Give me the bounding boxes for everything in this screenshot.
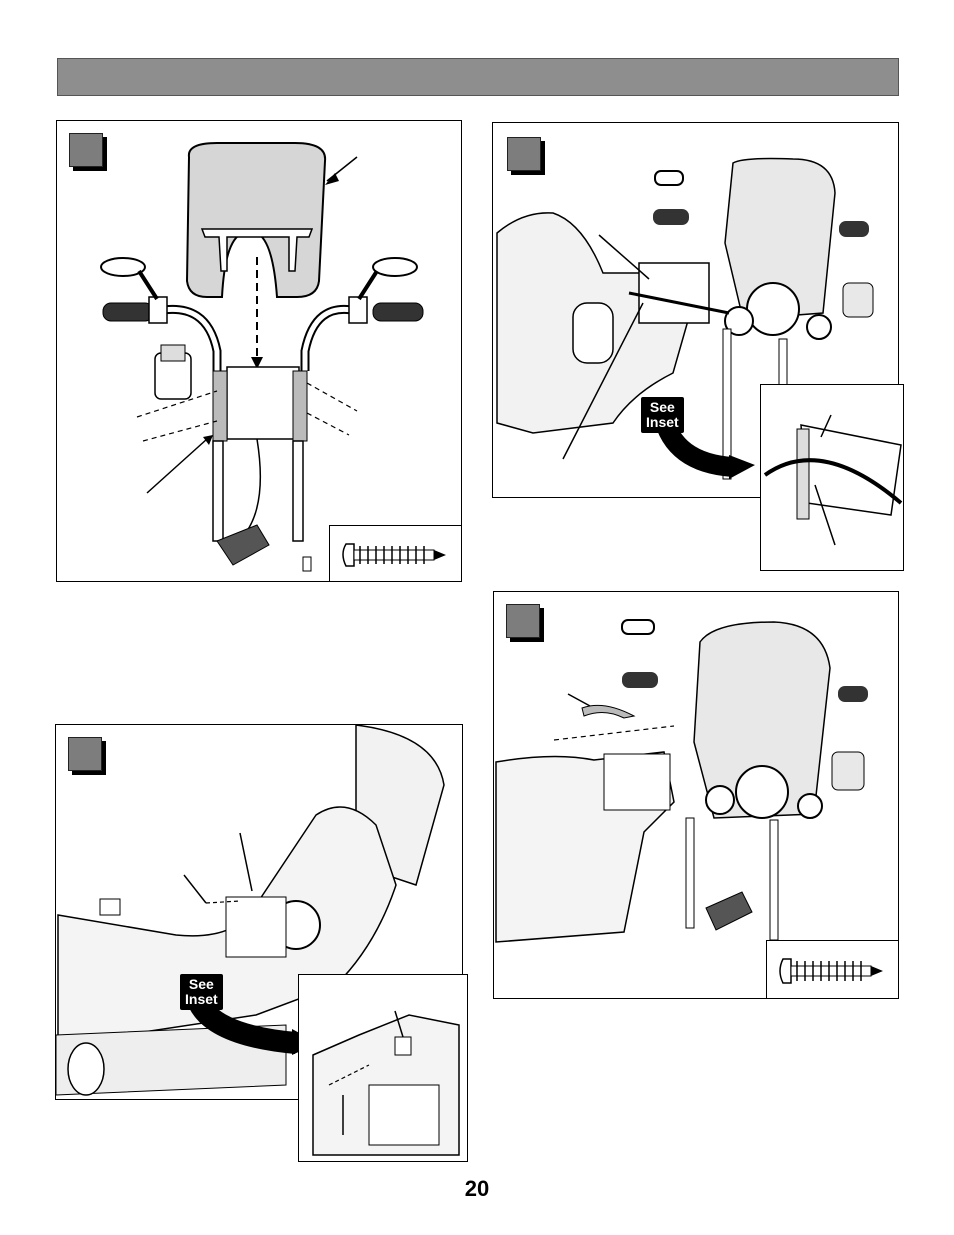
cover-illustration xyxy=(494,592,899,999)
screw-callout xyxy=(329,525,462,582)
header-bar xyxy=(57,58,899,96)
screw-icon xyxy=(767,941,899,999)
connector-icon xyxy=(217,525,269,565)
step-panel-windshield xyxy=(56,120,462,582)
page-number: 20 xyxy=(0,1176,954,1202)
inset-detail-connector xyxy=(298,974,468,1162)
screw-icon xyxy=(330,526,462,582)
screw-callout xyxy=(766,940,899,999)
windshield-illustration xyxy=(57,121,462,582)
inset-detail-clip xyxy=(760,384,904,571)
step-panel-cover xyxy=(493,591,899,999)
